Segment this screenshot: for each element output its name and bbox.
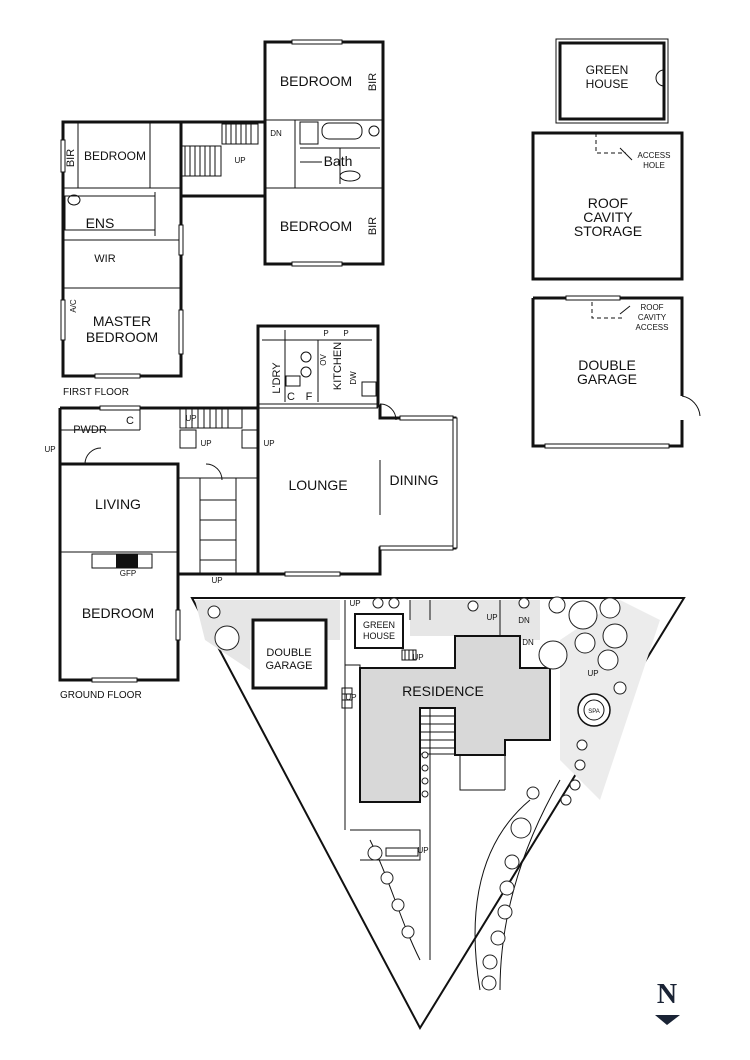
ground-floor-caption: GROUND FLOOR xyxy=(60,690,142,701)
first-floor-caption: FIRST FLOOR xyxy=(63,387,129,398)
site-trees xyxy=(207,596,628,991)
access-hole-label-2: HOLE xyxy=(643,161,665,170)
up-stair-left-label: UP xyxy=(200,439,211,448)
dn-first-label: DN xyxy=(270,129,282,138)
roof-cavity-label-1: ROOF xyxy=(588,195,628,211)
up-stair-bottom-label: UP xyxy=(211,576,222,585)
site-green-label-1: GREEN xyxy=(363,620,395,630)
up-first-label: UP xyxy=(234,156,245,165)
rca-label-3: ACCESS xyxy=(636,323,669,332)
site-up-3: UP xyxy=(412,653,423,662)
wir-label: WIR xyxy=(94,253,115,265)
site-up-4: UP xyxy=(587,669,598,678)
c-pwdr-label: C xyxy=(126,415,134,427)
access-hole-label-1: ACCESS xyxy=(638,151,671,160)
dw-label: DW xyxy=(349,371,358,385)
ens-label: ENS xyxy=(86,215,115,231)
c-kitchen-label: C xyxy=(287,391,295,403)
green-house-label-2: HOUSE xyxy=(586,77,629,91)
living-label: LIVING xyxy=(95,496,141,512)
site-dn-1: DN xyxy=(518,616,530,625)
bedroom-top-label: BEDROOM xyxy=(280,73,352,89)
site-garage-label-1: DOUBLE xyxy=(266,647,311,659)
master-label-1: MASTER xyxy=(93,313,151,329)
site-garage-label-2: GARAGE xyxy=(265,660,312,672)
p-label-2: P xyxy=(343,329,348,338)
bir-mid-label: BIR xyxy=(367,217,379,235)
double-garage-label-1: DOUBLE xyxy=(578,357,636,373)
bedroom-ground-label: BEDROOM xyxy=(82,605,154,621)
site-up-6: UP xyxy=(417,846,428,855)
first-floor-plan: BEDROOM BIR DN UP Bath BEDROOM BIR BEDRO… xyxy=(60,39,385,398)
site-green-label-2: HOUSE xyxy=(363,631,395,641)
green-house-label-1: GREEN xyxy=(586,63,629,77)
green-house-walls xyxy=(558,41,666,121)
f-kitchen-label: F xyxy=(306,391,313,403)
up-stair-top-label: UP xyxy=(185,414,196,423)
site-green-house xyxy=(354,613,404,649)
master-label-2: BEDROOM xyxy=(86,329,158,345)
spa-label: SPA xyxy=(588,709,600,715)
kitchen-label: KITCHEN xyxy=(332,342,344,390)
bir-top-label: BIR xyxy=(367,73,379,91)
north-arrow-icon xyxy=(655,1015,680,1025)
up-stair-right-label: UP xyxy=(263,439,274,448)
bedroom-mid-label: BEDROOM xyxy=(280,218,352,234)
outbuildings: GREEN HOUSE ACCESS HOLE ROOF CAVITY STOR… xyxy=(531,38,701,449)
rca-label-1: ROOF xyxy=(640,303,663,312)
rca-label-2: CAVITY xyxy=(638,313,667,322)
bath-label: Bath xyxy=(324,153,353,169)
bir-left-label: BIR xyxy=(65,149,77,167)
ldry-label: L'DRY xyxy=(271,362,283,394)
double-garage-label-2: GARAGE xyxy=(577,371,637,387)
p-label-1: P xyxy=(323,329,328,338)
roof-cavity-label-2: CAVITY xyxy=(583,209,633,225)
lounge-label: LOUNGE xyxy=(288,477,347,493)
dining-label: DINING xyxy=(390,472,439,488)
up-pwdr-label: UP xyxy=(44,445,55,454)
ground-floor-plan: PWDR C UP UP UP UP UP LIVING GFP BEDROOM… xyxy=(44,324,458,701)
gfp-label: GFP xyxy=(120,569,136,578)
site-double-garage xyxy=(251,618,328,690)
site-up-5: UP xyxy=(345,693,356,702)
pwdr-label: PWDR xyxy=(73,424,107,436)
bedroom-left-label: BEDROOM xyxy=(84,149,146,163)
site-plan: DOUBLE GARAGE GREEN HOUSE RESIDENCE SPA … xyxy=(190,596,686,1031)
north-arrow: N xyxy=(655,979,680,1025)
site-up-1: UP xyxy=(349,599,360,608)
site-dn-2: DN xyxy=(522,638,534,647)
ac-label: A/C xyxy=(69,299,78,313)
residence-label: RESIDENCE xyxy=(402,683,484,699)
site-up-2: UP xyxy=(486,613,497,622)
roof-cavity-label-3: STORAGE xyxy=(574,223,642,239)
ov-label: OV xyxy=(319,354,328,366)
north-label: N xyxy=(657,979,677,1010)
roof-cavity-storage-walls xyxy=(531,131,684,281)
